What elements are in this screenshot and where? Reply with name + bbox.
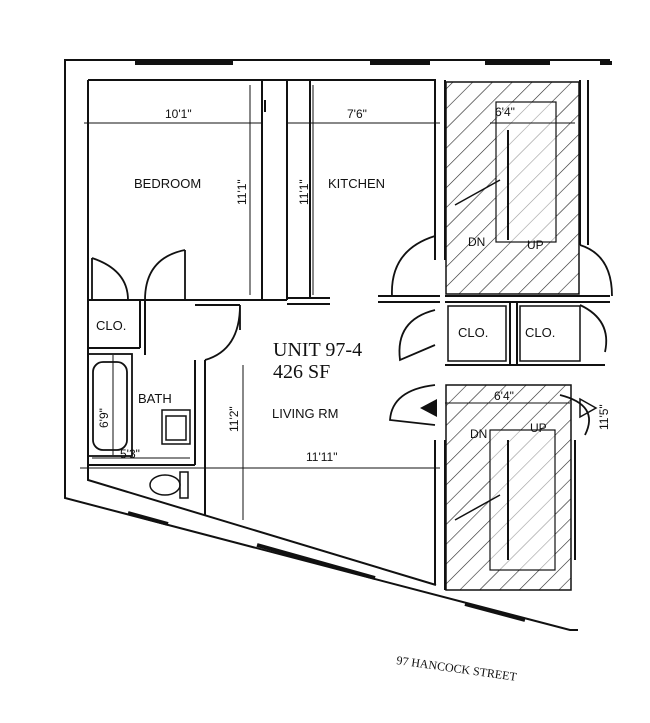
dimension-lines	[80, 85, 575, 520]
bath-width-dim: 5'3"	[120, 447, 140, 461]
bath-label: BATH	[138, 391, 172, 406]
bedroom-label: BEDROOM	[134, 176, 201, 191]
upper-stair	[445, 81, 580, 295]
upper-stair-up-label: UP	[527, 238, 544, 252]
bedroom-depth-dim: 11'1"	[235, 179, 249, 205]
stair-lower-width-dim: 6'4"	[494, 389, 514, 403]
unit-name: UNIT 97-4	[273, 339, 362, 361]
living-label: LIVING RM	[272, 406, 338, 421]
lower-stair-down-label: DN	[470, 427, 487, 441]
street-label: 97 HANCOCK STREET	[396, 653, 519, 684]
bath-closet-label: CLO.	[96, 318, 126, 333]
toilet	[149, 471, 189, 499]
bedroom-width-dim: 10'1"	[165, 107, 192, 121]
upper-stair-down-label: DN	[468, 235, 485, 249]
hall-closet-left-label: CLO.	[458, 325, 488, 340]
hall-dim: 11'5"	[597, 404, 611, 430]
lower-stair	[445, 384, 572, 591]
living-depth-dim: 11'2"	[227, 406, 241, 432]
corridor-closets	[447, 305, 581, 362]
tub-length-dim: 6'9"	[97, 408, 111, 428]
direction-arrows	[420, 397, 598, 419]
door-swings	[91, 235, 613, 436]
lower-stair-up-label: UP	[530, 421, 547, 435]
living-width-dim: 11'11"	[306, 450, 337, 464]
stair-upper-width-dim: 6'4"	[495, 105, 515, 119]
hall-closet-right-label: CLO.	[525, 325, 555, 340]
bathtub	[87, 353, 133, 457]
unit-area: 426 SF	[273, 361, 330, 383]
kitchen-label: KITCHEN	[328, 176, 385, 191]
bottom-windows	[127, 511, 526, 622]
bath-sink	[161, 409, 191, 445]
kitchen-depth-dim: 11'1"	[297, 179, 311, 205]
kitchen-width-dim: 7'6"	[347, 107, 367, 121]
